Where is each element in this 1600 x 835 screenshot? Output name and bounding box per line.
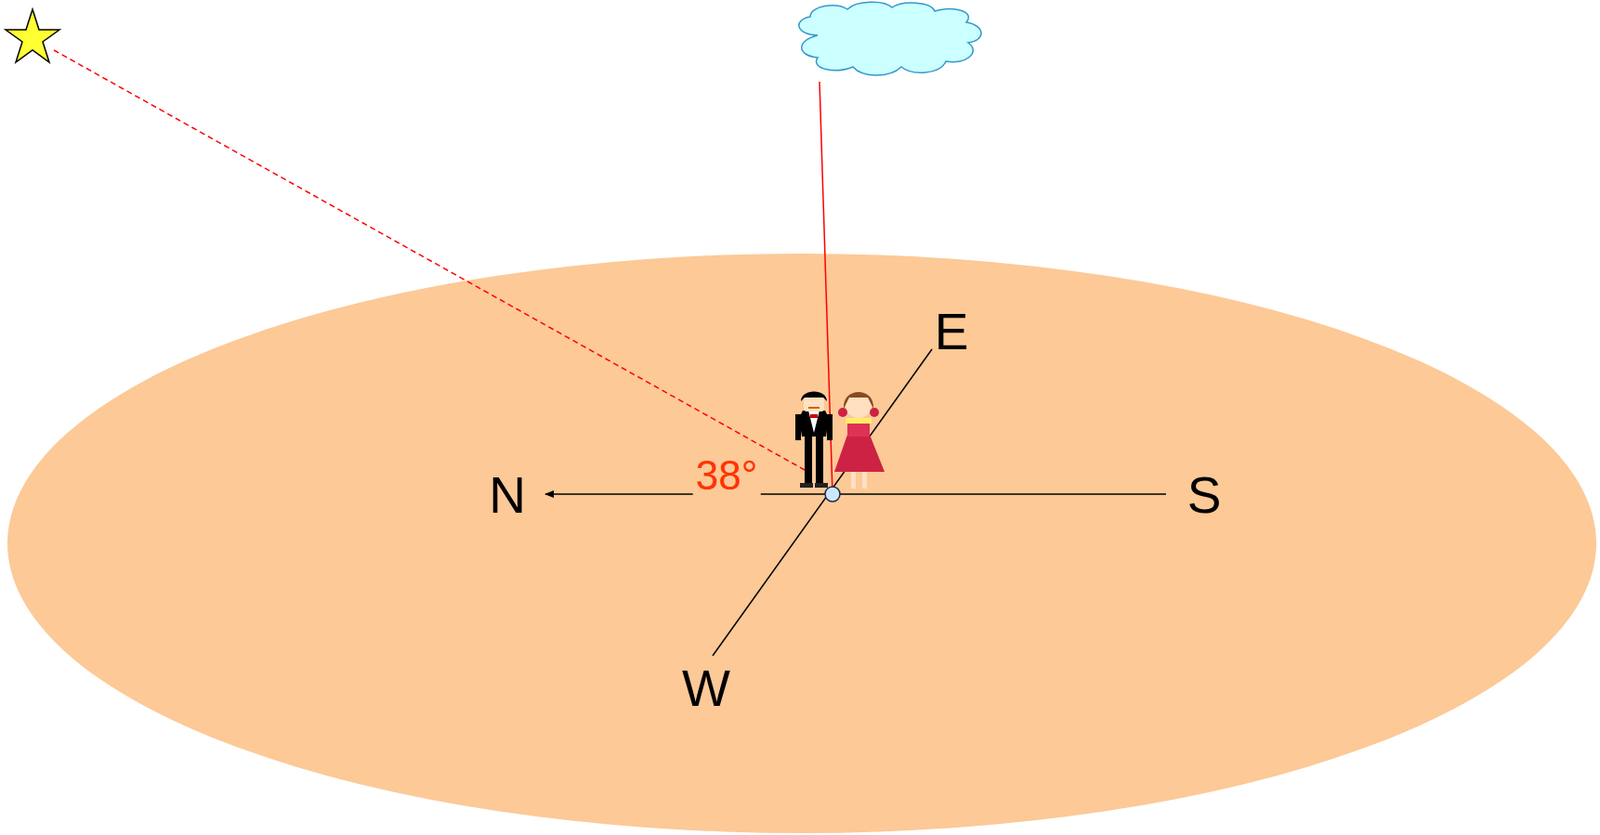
- cloud-symbol: [799, 1, 982, 76]
- direction-label: N: [485, 469, 529, 523]
- observer-point: [825, 486, 840, 502]
- girl-figure: [834, 392, 885, 489]
- east-west-line: [712, 349, 932, 656]
- star-sightline: [53, 50, 805, 471]
- direction-label: S: [1184, 469, 1225, 523]
- star-symbol: [5, 9, 60, 63]
- north-south-line: [545, 493, 1167, 496]
- boy-figure: [795, 392, 833, 489]
- direction-label: E: [931, 305, 972, 359]
- angle-label: 38°: [693, 454, 761, 498]
- direction-label: W: [679, 662, 734, 716]
- horizon-plane: [7, 253, 1597, 834]
